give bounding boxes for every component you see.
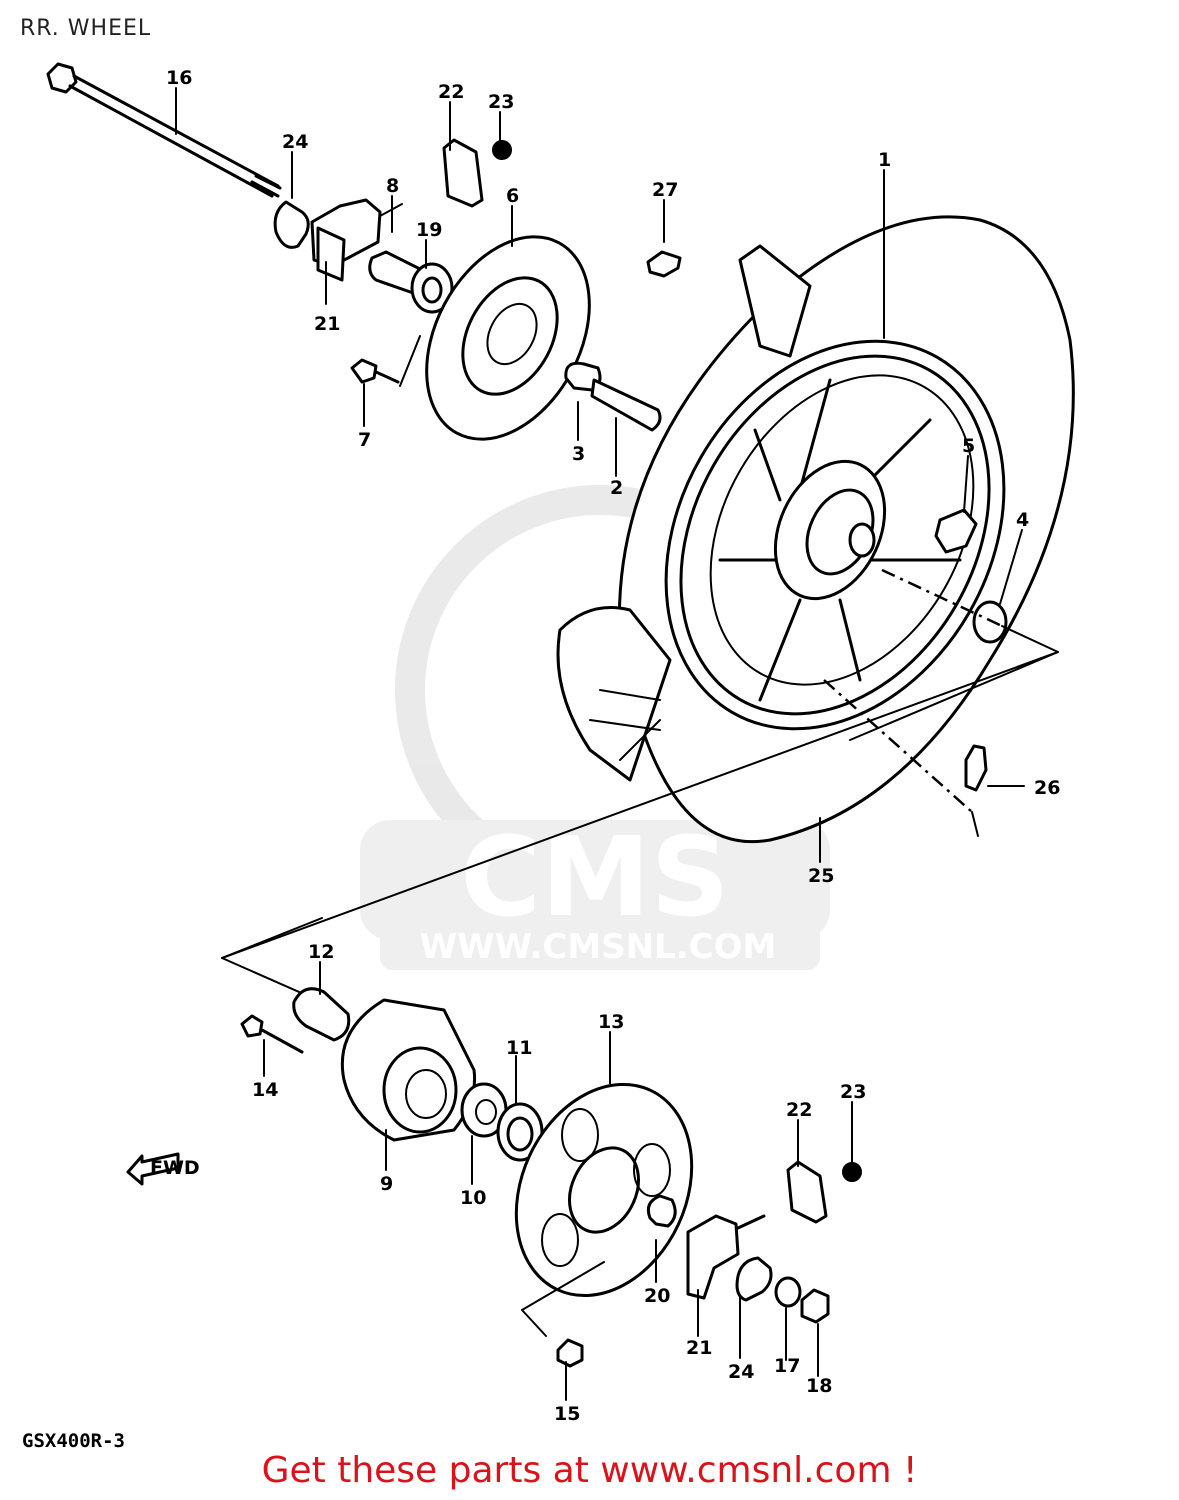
alignment-line-b (823, 679, 973, 813)
part-label-3: 3 (572, 443, 585, 465)
damper-12 (292, 987, 351, 1042)
part-label-14: 14 (252, 1079, 278, 1101)
part-label-22-top: 22 (438, 81, 464, 103)
washer-17 (774, 1276, 802, 1308)
leader-lines (175, 87, 1025, 1401)
part-label-18: 18 (806, 1375, 832, 1397)
part-label-25: 25 (808, 865, 834, 887)
bearing-4 (972, 600, 1008, 644)
part-label-1: 1 (878, 149, 891, 171)
part-label-24-bottom: 24 (728, 1361, 754, 1383)
part-label-23-bottom: 23 (840, 1081, 866, 1103)
part-label-23-top: 23 (488, 91, 514, 113)
spacer-2 (590, 378, 662, 432)
sprocket-drum (340, 998, 477, 1142)
part-label-6: 6 (506, 185, 519, 207)
part-label-15: 15 (554, 1403, 580, 1425)
part-label-17: 17 (774, 1355, 800, 1377)
part-label-11: 11 (506, 1037, 532, 1059)
nut-top (492, 140, 512, 160)
part-label-8: 8 (386, 175, 399, 197)
nut-right (842, 1162, 862, 1182)
diagram-title: RR. WHEEL (20, 16, 152, 41)
watermark-logo-text: CMS (460, 813, 729, 941)
part-label-2: 2 (610, 477, 623, 499)
chain-adjuster-plate-left (273, 200, 310, 249)
part-label-22-bottom: 22 (786, 1099, 812, 1121)
footer-promo-text[interactable]: Get these parts at www.cmsnl.com ! (261, 1450, 918, 1491)
rear-axle (46, 62, 282, 198)
brake-disc (425, 235, 591, 441)
part-label-9: 9 (380, 1173, 393, 1195)
part-label-7: 7 (358, 429, 371, 451)
spacer-20 (646, 1194, 677, 1228)
rear-sprocket (514, 1082, 694, 1298)
nut-15 (556, 1338, 584, 1368)
tyre-valve (964, 744, 988, 792)
chain-guide-pad-top (442, 138, 484, 208)
oil-seal-19 (410, 262, 454, 314)
model-code: GSX400R-3 (22, 1430, 125, 1452)
alignment-line-a (881, 568, 1003, 628)
part-label-13: 13 (598, 1011, 624, 1033)
part-label-21-bottom: 21 (686, 1337, 712, 1359)
chain-adjuster-plate-right (735, 1256, 773, 1302)
forward-label: FWD (150, 1157, 200, 1179)
part-label-24-top: 24 (282, 131, 308, 153)
part-number-labels: 16 24 22 23 8 19 6 21 7 27 1 3 2 5 4 26 … (166, 67, 1060, 1425)
axle-nut-18 (800, 1288, 830, 1324)
clip-27 (646, 250, 682, 278)
part-label-10: 10 (460, 1187, 486, 1209)
chain-adjuster-left (310, 198, 403, 282)
watermark-url-text: WWW.CMSNL.COM (420, 927, 777, 967)
part-label-16: 16 (166, 67, 192, 89)
part-label-5: 5 (962, 435, 975, 457)
rear-wheel (556, 215, 1075, 843)
part-label-26: 26 (1034, 777, 1060, 799)
bolt-14 (240, 1014, 264, 1038)
part-label-20: 20 (644, 1285, 670, 1307)
cms-watermark: CMS WWW.CMSNL.COM (360, 485, 830, 970)
forward-arrow-icon: FWD (126, 1152, 200, 1186)
chain-adjuster-right (686, 1214, 740, 1300)
part-label-21-top: 21 (314, 313, 340, 335)
part-label-12: 12 (308, 941, 334, 963)
chain-guide-pad-right (786, 1160, 828, 1224)
part-label-27: 27 (652, 179, 678, 201)
part-label-4: 4 (1016, 509, 1029, 531)
disc-bolt (350, 358, 378, 384)
part-label-19: 19 (416, 219, 442, 241)
